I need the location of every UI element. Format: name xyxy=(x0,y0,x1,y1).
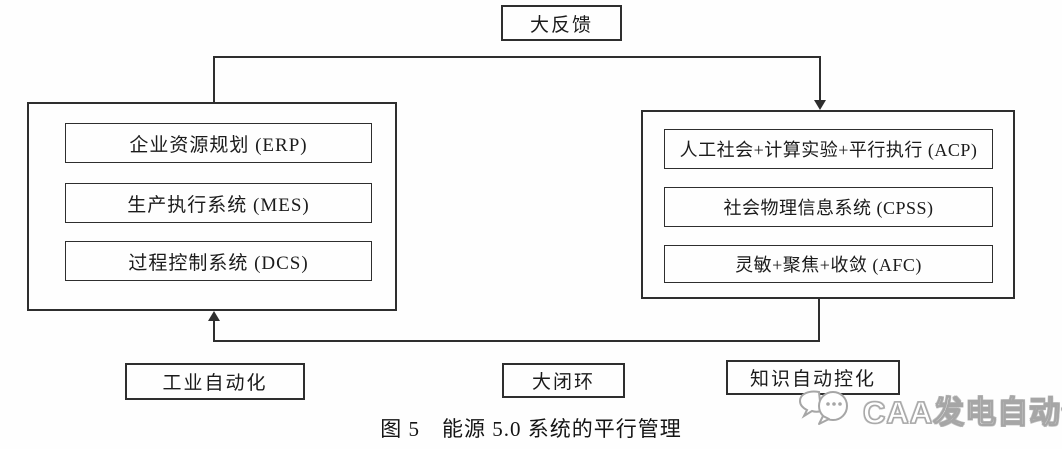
watermark-text: CAA发电自动化 xyxy=(862,394,1062,430)
cpss-label: 社会物理信息系统 (CPSS) xyxy=(723,198,934,218)
chat-bubbles-icon xyxy=(795,384,861,435)
dcs-label: 过程控制系统 (DCS) xyxy=(128,252,309,274)
top-connector-horizontal-line xyxy=(213,56,821,58)
big-closed-loop-label: 大闭环 xyxy=(531,372,595,393)
acp-label: 人工社会+计算实验+平行执行 (ACP) xyxy=(679,140,978,160)
big-closed-loop-box: 大闭环 xyxy=(502,363,625,398)
acp-box: 人工社会+计算实验+平行执行 (ACP) xyxy=(664,129,993,169)
arrow-up-icon xyxy=(208,311,220,321)
top-connector-left-vertical-line xyxy=(213,56,215,103)
afc-label: 灵敏+聚焦+收敛 (AFC) xyxy=(735,255,922,275)
industrial-automation-box: 工业自动化 xyxy=(125,363,305,400)
mes-box: 生产执行系统 (MES) xyxy=(65,183,372,223)
cpss-box: 社会物理信息系统 (CPSS) xyxy=(664,187,993,227)
big-feedback-label: 大反馈 xyxy=(529,14,593,36)
big-feedback-box: 大反馈 xyxy=(501,5,622,41)
watermark: CAA发电自动化 xyxy=(795,384,1062,435)
top-connector-right-vertical-line xyxy=(819,56,821,101)
bottom-connector-right-vertical-line xyxy=(818,299,820,341)
dcs-box: 过程控制系统 (DCS) xyxy=(65,241,372,281)
erp-box: 企业资源规划 (ERP) xyxy=(65,123,372,163)
arrow-down-icon xyxy=(814,100,826,110)
afc-box: 灵敏+聚焦+收敛 (AFC) xyxy=(664,245,993,283)
industrial-automation-label: 工业自动化 xyxy=(162,373,268,394)
erp-label: 企业资源规划 (ERP) xyxy=(129,134,308,156)
knowledge-automation-label: 知识自动控化 xyxy=(749,369,876,390)
bottom-connector-horizontal-line xyxy=(213,340,820,342)
figure-caption: 图 5 能源 5.0 系统的平行管理 xyxy=(380,417,682,441)
bottom-connector-left-vertical-line xyxy=(213,320,215,341)
mes-label: 生产执行系统 (MES) xyxy=(127,194,310,216)
